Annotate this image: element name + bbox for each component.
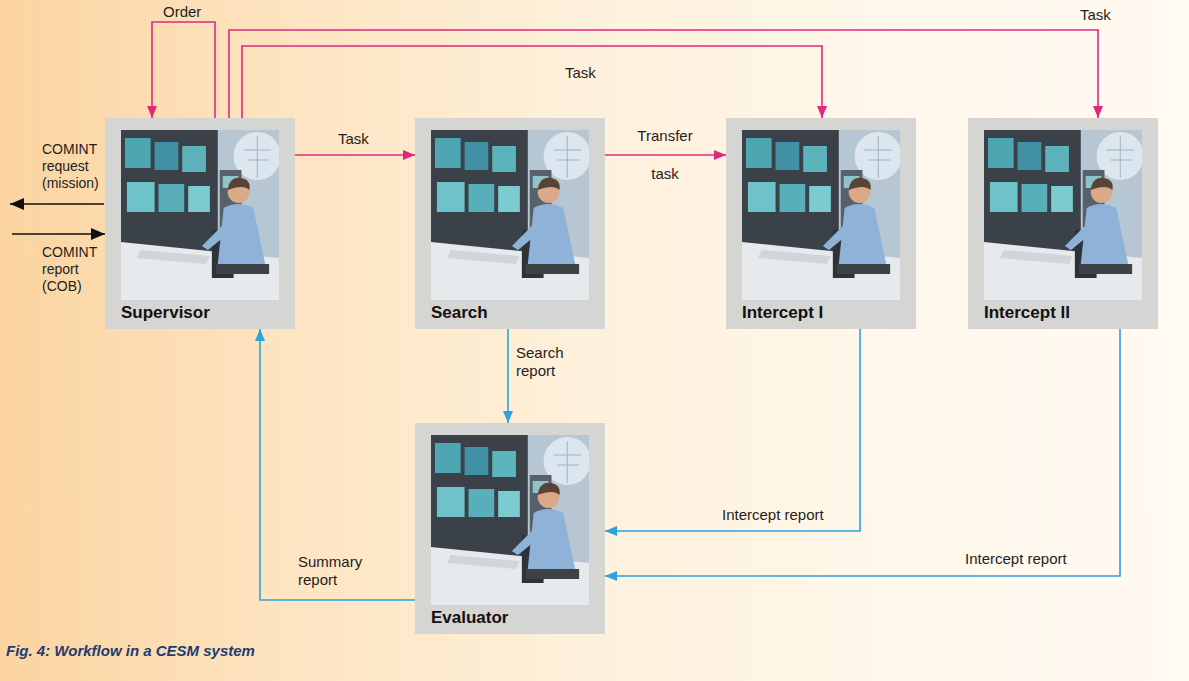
report-connector xyxy=(605,329,1120,576)
station-name: Evaluator xyxy=(431,608,589,628)
workstation-box: Evaluator xyxy=(415,423,605,634)
connector-label: Task xyxy=(1080,6,1111,24)
interface-label: COMINT request (mission) xyxy=(42,141,102,192)
station-name: Intercept II xyxy=(984,303,1142,323)
task-connector xyxy=(295,154,415,156)
station-name: Supervisor xyxy=(121,303,279,323)
request-arrow xyxy=(10,203,104,205)
station-name: Search xyxy=(431,303,589,323)
workstation-box: Search xyxy=(415,118,605,329)
operator-photo xyxy=(742,130,900,300)
task-connector xyxy=(605,154,726,156)
task-connector xyxy=(229,30,1098,118)
connector-label: Intercept report xyxy=(965,550,1067,568)
workstation-box: Supervisor xyxy=(105,118,295,329)
connector-label: Intercept report xyxy=(722,506,824,524)
connector-label: Task xyxy=(338,130,369,148)
operator-photo xyxy=(121,130,279,300)
connector-label: Order xyxy=(163,3,201,21)
connector-label: Summary report xyxy=(298,553,370,589)
report-arrow xyxy=(12,233,105,235)
workstation-box: Intercept I xyxy=(726,118,916,329)
task-connector xyxy=(242,46,822,118)
connector-label: Search report xyxy=(516,344,578,380)
connector-label: Task xyxy=(565,64,596,82)
station-name: Intercept I xyxy=(742,303,900,323)
report-connector xyxy=(605,329,860,531)
report-connector xyxy=(260,329,415,600)
operator-photo xyxy=(431,130,589,300)
report-connector xyxy=(507,329,509,423)
interface-label: COMINT report (COB) xyxy=(42,244,102,295)
figure-caption: Fig. 4: Workflow in a CESM system xyxy=(6,642,255,659)
connector-label: Transfer task xyxy=(628,117,702,193)
task-connector xyxy=(152,22,215,118)
workstation-box: Intercept II xyxy=(968,118,1158,329)
operator-photo xyxy=(984,130,1142,300)
operator-photo xyxy=(431,435,589,605)
